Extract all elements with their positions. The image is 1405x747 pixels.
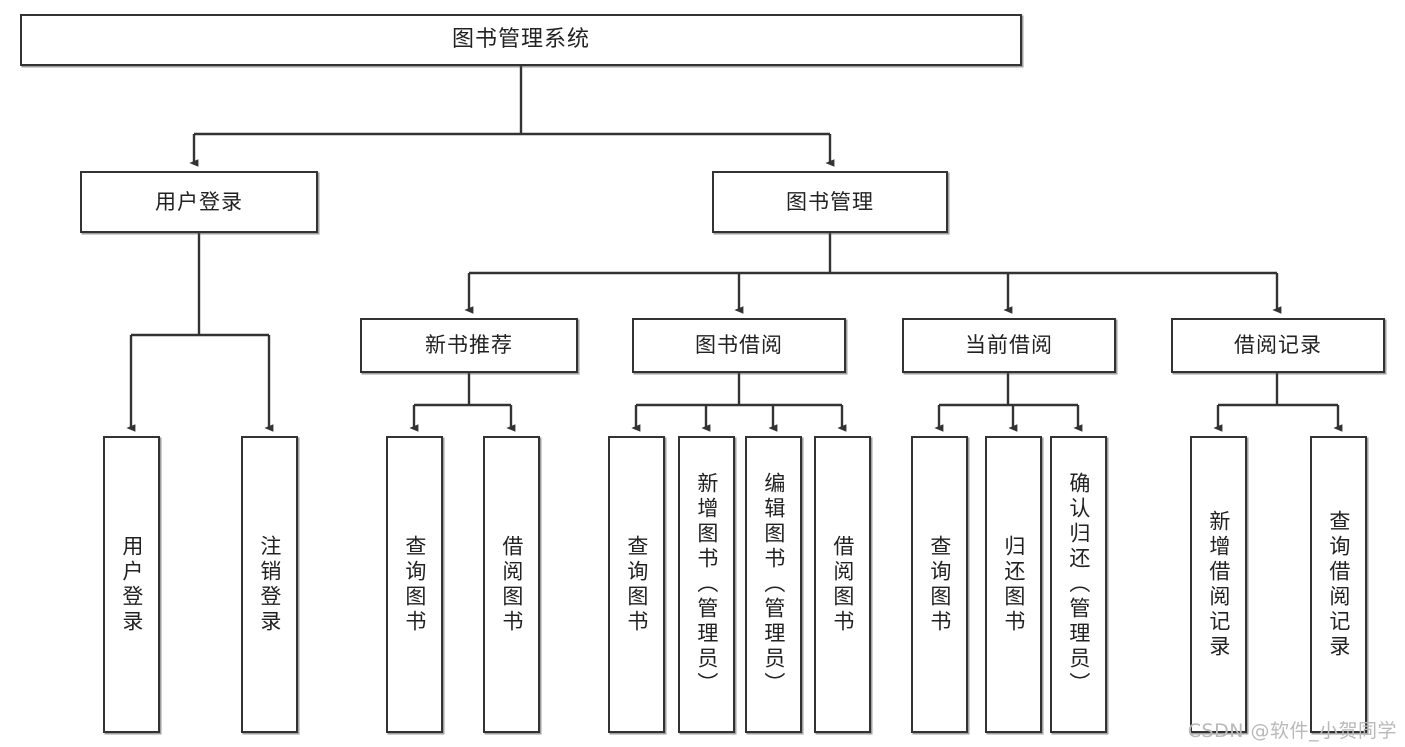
node-label: 确认归还（管理员） — [1066, 472, 1091, 697]
node-label: 注销登录 — [257, 534, 282, 635]
node-label: 查询图书 — [402, 534, 427, 635]
node-label: 借阅图书 — [499, 534, 524, 635]
leaf-borrow-record-add[interactable]: 新增借阅记录 — [1190, 436, 1247, 733]
node-book-management[interactable]: 图书管理 — [712, 171, 948, 233]
leaf-new-book-query[interactable]: 查询图书 — [386, 436, 443, 733]
node-label: 归还图书 — [1001, 534, 1026, 635]
node-label: 查询图书 — [624, 534, 649, 635]
node-label: 新增图书（管理员） — [694, 472, 719, 697]
leaf-current-borrow-query[interactable]: 查询图书 — [911, 436, 968, 733]
leaf-book-borrow-add-admin[interactable]: 新增图书（管理员） — [678, 436, 735, 733]
leaf-user-login-logout[interactable]: 注销登录 — [241, 436, 298, 733]
leaf-current-borrow-confirm-return-admin[interactable]: 确认归还（管理员） — [1050, 436, 1107, 733]
leaf-book-borrow-edit-admin[interactable]: 编辑图书（管理员） — [745, 436, 802, 733]
node-label: 新书推荐 — [425, 333, 513, 358]
node-new-book-recommend[interactable]: 新书推荐 — [360, 318, 578, 373]
node-borrow-record[interactable]: 借阅记录 — [1171, 318, 1385, 373]
node-label: 借阅记录 — [1234, 333, 1322, 358]
leaf-borrow-record-query[interactable]: 查询借阅记录 — [1310, 436, 1367, 733]
node-label: 图书借阅 — [695, 333, 783, 358]
leaf-user-login-login[interactable]: 用户登录 — [103, 436, 160, 733]
node-label: 当前借阅 — [965, 333, 1053, 358]
node-user-login[interactable]: 用户登录 — [80, 171, 318, 233]
node-book-borrow[interactable]: 图书借阅 — [632, 318, 846, 373]
node-label: 借阅图书 — [830, 534, 855, 635]
node-label: 查询图书 — [927, 534, 952, 635]
node-label: 查询借阅记录 — [1326, 509, 1351, 660]
node-label: 用户登录 — [155, 189, 243, 214]
node-label: 编辑图书（管理员） — [761, 472, 786, 697]
node-label: 图书管理 — [786, 189, 874, 214]
node-current-borrow[interactable]: 当前借阅 — [902, 318, 1116, 373]
node-label: 新增借阅记录 — [1206, 509, 1231, 660]
leaf-new-book-borrow[interactable]: 借阅图书 — [483, 436, 540, 733]
leaf-book-borrow-borrow[interactable]: 借阅图书 — [814, 436, 871, 733]
leaf-current-borrow-return[interactable]: 归还图书 — [985, 436, 1042, 733]
node-label: 用户登录 — [119, 534, 144, 635]
leaf-book-borrow-query[interactable]: 查询图书 — [608, 436, 665, 733]
node-root-book-management-system[interactable]: 图书管理系统 — [20, 14, 1022, 66]
watermark-text: CSDN @软件_小贺同学 — [1187, 720, 1397, 742]
node-label: 图书管理系统 — [451, 27, 590, 53]
